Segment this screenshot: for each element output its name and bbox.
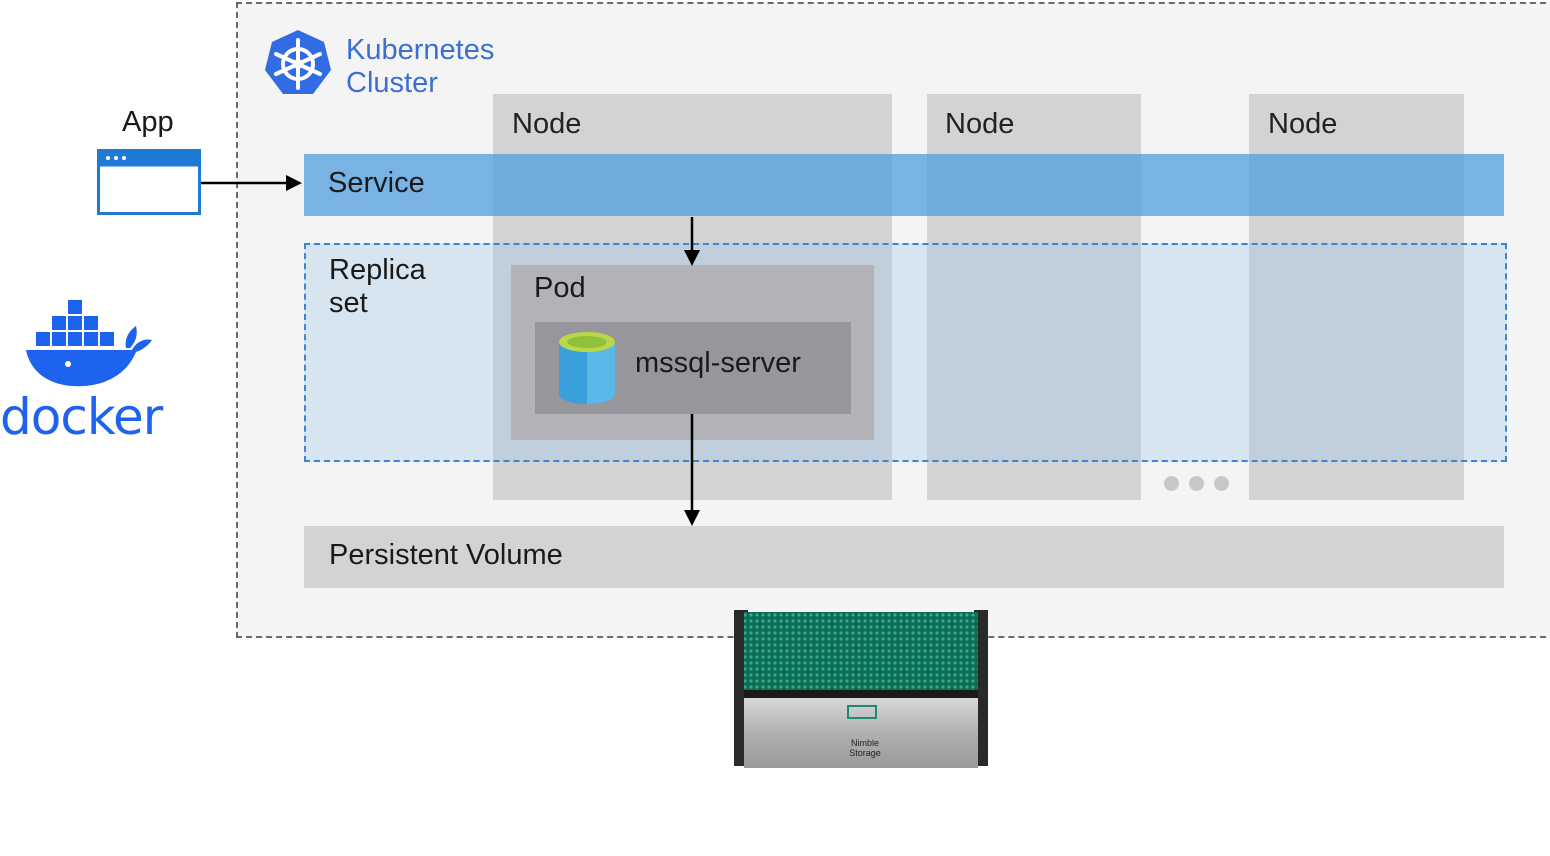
ellipsis-dot [1189,476,1204,491]
storage-array-icon [734,610,988,768]
arrow-head [684,250,700,266]
cluster-title-line1: Kubernetes [346,34,495,66]
cluster-title: Kubernetes Cluster [346,34,494,100]
service-label: Service [328,167,425,199]
app-label: App [122,106,174,138]
docker-logo-text: docker [0,388,163,446]
arrow-head [684,510,700,526]
replica-set-label-line2: set [329,287,368,319]
cluster-title-line2: Cluster [346,67,438,99]
ellipsis-dot [1214,476,1229,491]
node-1-label: Node [512,108,582,140]
arrow-head [286,175,302,191]
database-cylinder-icon [559,332,615,404]
replica-set-label: Replica set [329,254,426,320]
pod-label: Pod [534,272,586,304]
ellipsis-dot [1164,476,1179,491]
mssql-server-label: mssql-server [635,347,801,379]
app-window-icon [97,149,201,215]
kubernetes-helm-icon [265,30,331,94]
persistent-volume-bar [304,526,1504,588]
persistent-volume-label: Persistent Volume [329,539,563,571]
storage-brand-label: Nimble Storage [849,738,881,758]
node-3-label: Node [1268,108,1338,140]
replica-set-label-line1: Replica [329,254,426,286]
replica-set-box [304,243,1507,462]
docker-whale-icon [26,300,152,387]
service-bar [304,154,1504,216]
node-2-label: Node [945,108,1015,140]
